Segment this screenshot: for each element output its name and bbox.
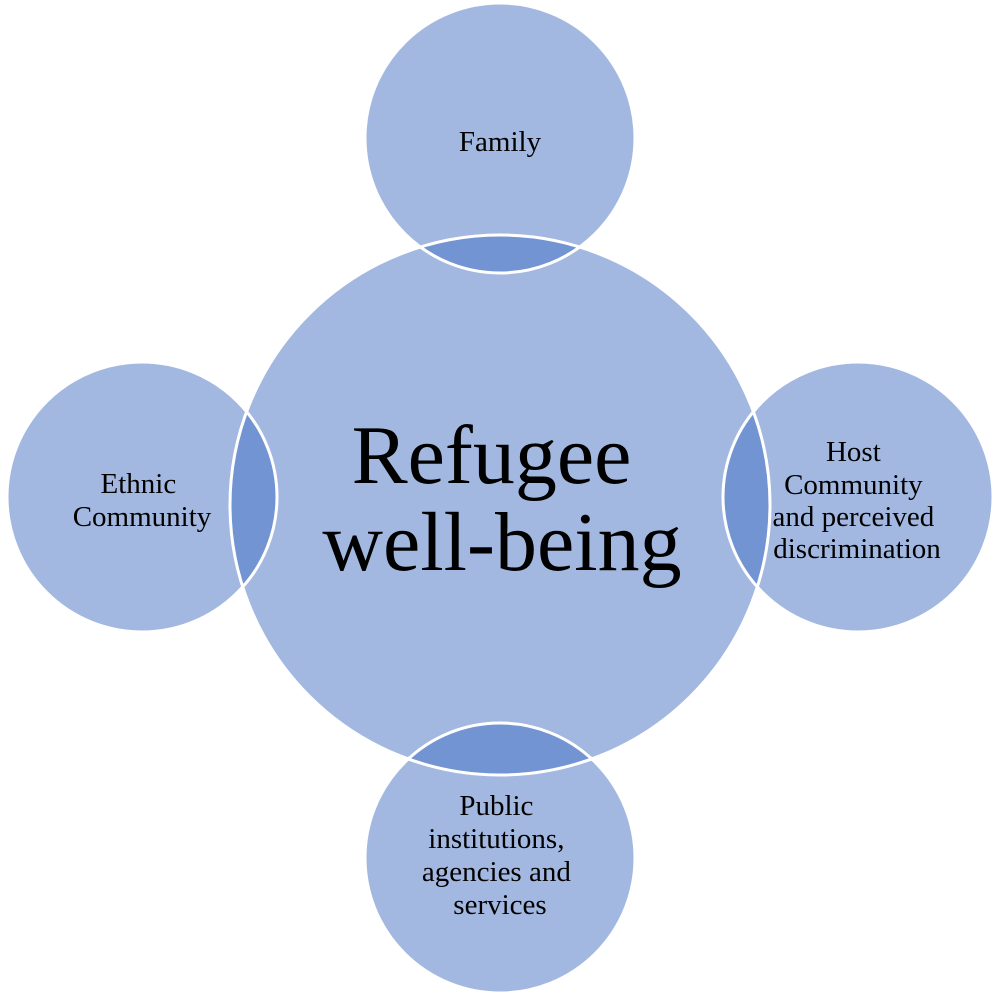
ethnic-community-label-line: Ethnic [101, 468, 177, 500]
host-community-label-line: Host [826, 436, 881, 468]
public-institutions-label-line: services [453, 889, 546, 921]
public-institutions-circle [365, 723, 635, 993]
host-community-label: Host Community and perceived discriminat… [772, 436, 941, 565]
host-community-label-line: and perceived [772, 501, 934, 533]
host-community-outline [721, 360, 995, 634]
ethnic-community-outline [5, 360, 279, 634]
center-label: Refugee well-being [322, 409, 681, 589]
ethnic-community-label-line: Community [73, 501, 212, 533]
host-community-circle [723, 362, 993, 632]
public-institutions-label: Public institutions, agencies and servic… [422, 790, 578, 921]
family-outline [363, 1, 637, 275]
public-institutions-label-line: Public [459, 790, 533, 822]
refugee-wellbeing-outline [228, 233, 772, 777]
public-institutions-label-line: institutions, [428, 823, 564, 855]
family-circle [365, 3, 635, 273]
center-label-line: well-being [322, 496, 681, 589]
ethnic-community-label: Ethnic Community [73, 468, 212, 533]
refugee-wellbeing-circle [230, 235, 770, 775]
family-label-line: Family [459, 126, 542, 158]
family-label: Family [459, 126, 542, 158]
host-community-label-line: Community [784, 469, 923, 501]
host-community-label-line: discrimination [773, 533, 941, 565]
public-institutions-outline [363, 721, 637, 995]
public-institutions-label-line: agencies and [422, 856, 571, 888]
center-label-line: Refugee [352, 409, 632, 502]
ethnic-community-circle [7, 362, 277, 632]
